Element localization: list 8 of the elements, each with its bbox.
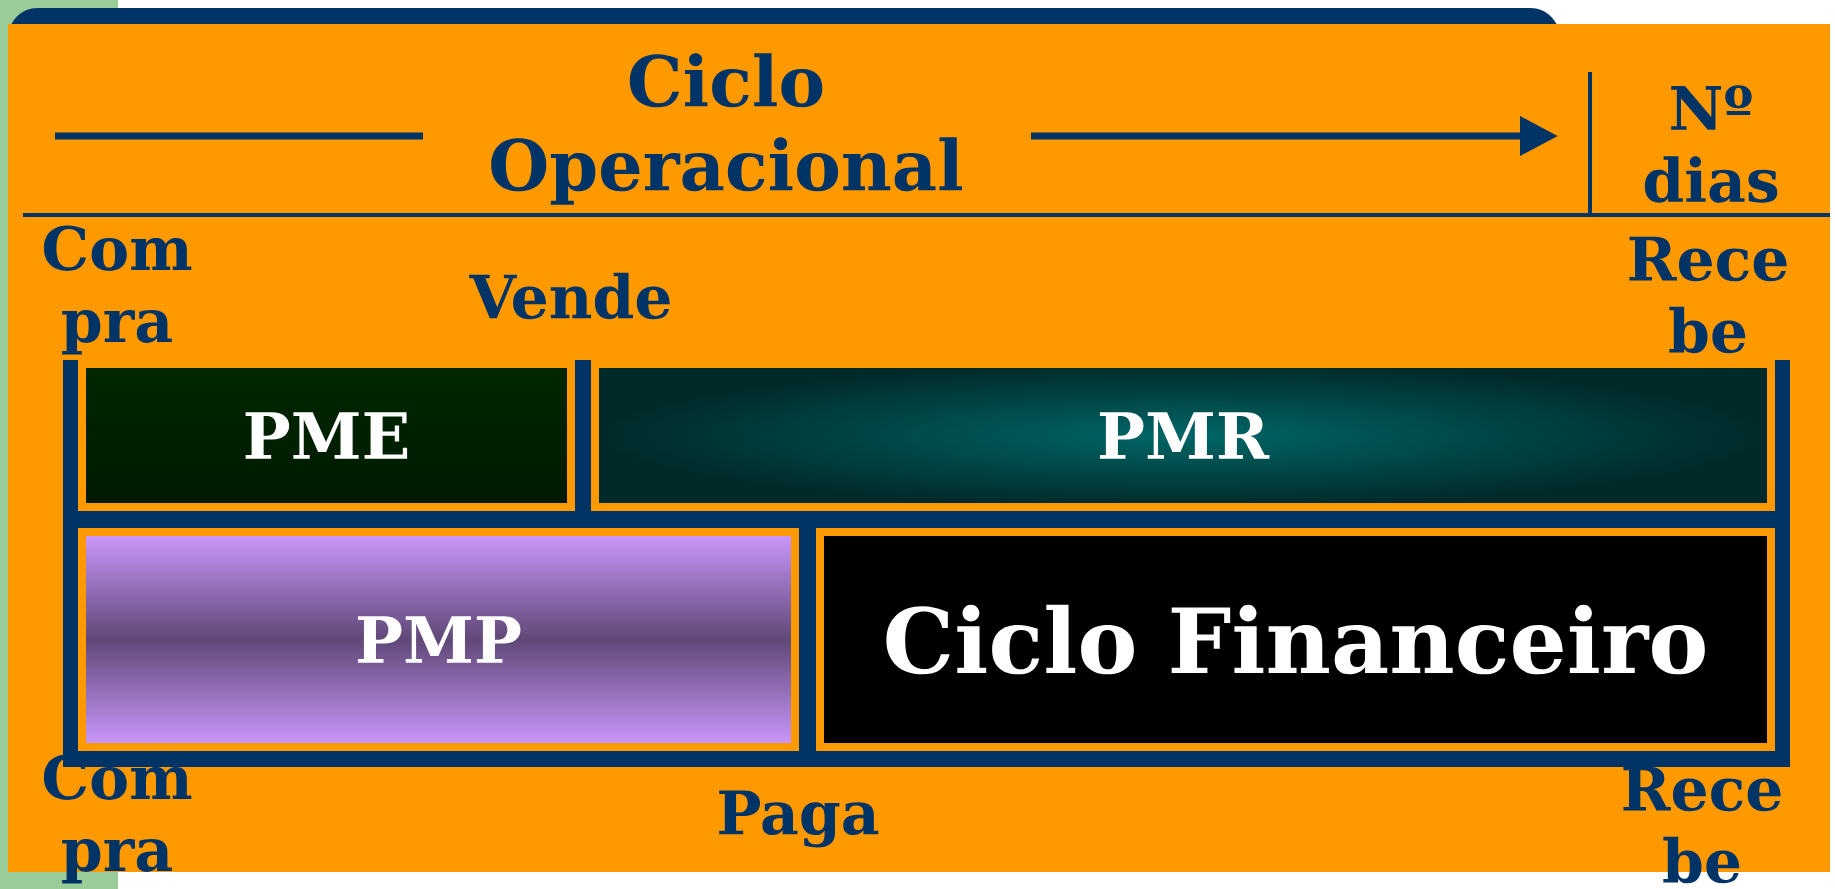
event-label: Vende [469,272,670,320]
cycle-heading: Ciclo Operacional [491,53,962,205]
period-bar: PMR [591,360,1775,511]
event-label: Paga [719,790,879,848]
cycle-bar: Ciclo Financeiro [816,528,1775,751]
period-bar: PMP [78,528,799,751]
event-label: Rece be [1629,236,1787,354]
period-bar: PME [78,360,575,511]
